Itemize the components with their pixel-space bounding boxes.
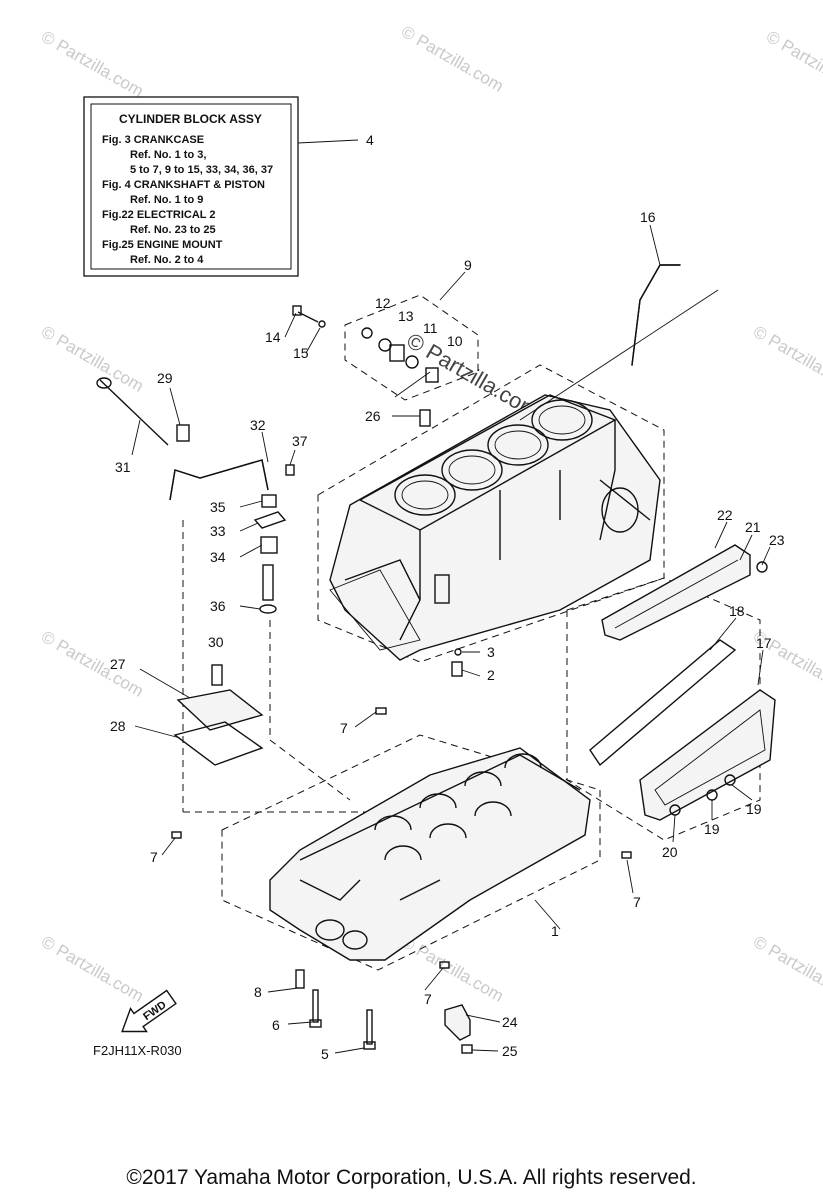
info-box-line: Ref. No. 1 to 3, <box>130 149 206 161</box>
copyright-notice: ©2017 Yamaha Motor Corporation, U.S.A. A… <box>126 1166 697 1189</box>
callout-15: 15 <box>293 345 309 361</box>
info-box-line: Fig.22 ELECTRICAL 2 <box>102 209 215 221</box>
callout-31: 31 <box>115 459 131 475</box>
callout-5: 5 <box>321 1046 329 1062</box>
callout-28: 28 <box>110 718 126 734</box>
watermark: © Partzilla.com <box>38 932 147 1006</box>
callout-8: 8 <box>254 984 262 1000</box>
watermark: © Partzilla.com <box>38 27 147 101</box>
callout-30: 30 <box>208 634 224 650</box>
info-box-title: CYLINDER BLOCK ASSY <box>119 112 262 126</box>
callout-34: 34 <box>210 549 226 565</box>
callout-12: 12 <box>375 295 391 311</box>
info-box-line: Ref. No. 23 to 25 <box>130 224 216 236</box>
callout-13: 13 <box>398 308 414 324</box>
callout-14: 14 <box>265 329 281 345</box>
info-box-line: 5 to 7, 9 to 15, 33, 34, 36, 37 <box>130 164 273 176</box>
watermark: © Partzilla.com <box>398 22 507 96</box>
callout-21: 21 <box>745 519 761 535</box>
callout-7: 7 <box>633 894 641 910</box>
callout-7: 7 <box>340 720 348 736</box>
callout-19: 19 <box>746 801 762 817</box>
watermark: © Partzilla.com <box>750 322 823 396</box>
callout-10: 10 <box>447 333 463 349</box>
info-box-line: Fig. 3 CRANKCASE <box>102 134 204 146</box>
info-box: CYLINDER BLOCK ASSY Fig. 3 CRANKCASE Ref… <box>83 96 359 277</box>
info-box-line: Ref. No. 1 to 9 <box>130 194 203 206</box>
callout-11: 11 <box>423 320 438 336</box>
watermark: © Partzilla.com <box>750 932 823 1006</box>
callout-27: 27 <box>110 656 126 672</box>
callout-4: 4 <box>366 132 374 148</box>
callout-18: 18 <box>729 603 745 619</box>
callout-35: 35 <box>210 499 226 515</box>
watermark: © Partzilla.com <box>38 627 147 701</box>
lower-crankcase <box>269 747 591 961</box>
callout-1: 1 <box>551 923 559 939</box>
callout-9: 9 <box>464 257 472 273</box>
callout-24: 24 <box>502 1014 518 1030</box>
callout-22: 22 <box>717 507 733 523</box>
small-parts <box>96 264 681 1054</box>
callout-3: 3 <box>487 644 495 660</box>
info-box-line: Ref. No. 2 to 4 <box>130 254 204 266</box>
assembly-outlines <box>182 294 761 971</box>
callout-7: 7 <box>424 991 432 1007</box>
callout-32: 32 <box>250 417 266 433</box>
callout-19: 19 <box>704 821 720 837</box>
callouts: 1 2 3 4 5 6 7 7 7 7 8 9 10 11 12 13 14 1… <box>110 132 785 1062</box>
watermark: © Partzilla.com <box>398 932 507 1006</box>
callout-26: 26 <box>365 408 381 424</box>
info-box-line: Fig. 4 CRANKSHAFT & PISTON <box>102 179 265 191</box>
watermark: © Partzilla.com <box>763 27 823 101</box>
upper-crankcase <box>329 394 661 661</box>
figure-code: F2JH11X-R030 <box>93 1043 182 1058</box>
callout-33: 33 <box>210 523 226 539</box>
callout-23: 23 <box>769 532 785 548</box>
callout-29: 29 <box>157 370 173 386</box>
leader-lines <box>131 224 771 1054</box>
callout-36: 36 <box>210 598 226 614</box>
callout-16: 16 <box>640 209 656 225</box>
watermark: © Partzilla.com <box>38 322 147 396</box>
callout-37: 37 <box>292 433 308 449</box>
info-box-line: Fig.25 ENGINE MOUNT <box>102 239 223 251</box>
callout-2: 2 <box>487 667 495 683</box>
callout-7: 7 <box>150 849 158 865</box>
callout-20: 20 <box>662 844 678 860</box>
callout-6: 6 <box>272 1017 280 1033</box>
side-covers <box>589 544 776 821</box>
callout-17: 17 <box>756 635 772 651</box>
callout-25: 25 <box>502 1043 518 1059</box>
